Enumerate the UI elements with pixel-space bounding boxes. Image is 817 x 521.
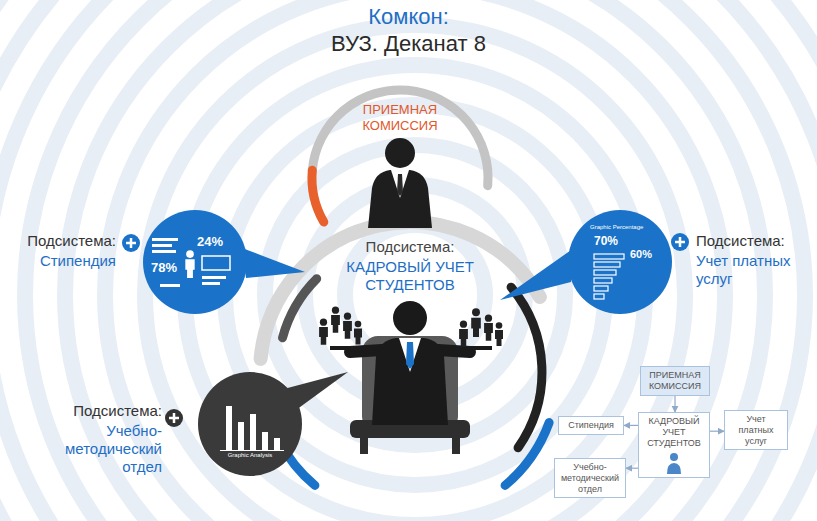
circle-fill bbox=[568, 210, 672, 314]
connector-arrow bbox=[674, 396, 675, 412]
decor-arc bbox=[312, 170, 324, 222]
callout-tail bbox=[500, 248, 574, 300]
box-text: ПРИЕМНАЯ КОМИССИЯ bbox=[644, 370, 706, 392]
process-box: Стипендия bbox=[558, 416, 624, 435]
process-box: ПРИЕМНАЯ КОМИССИЯ bbox=[640, 366, 710, 396]
connector-arrow bbox=[626, 468, 638, 469]
circle-shape bbox=[198, 372, 302, 476]
subsystem-text: КАДРОВЫЙ УЧЕТ СТУДЕНТОВ bbox=[335, 258, 485, 294]
infographic-text: 24% bbox=[197, 234, 233, 250]
decor-arcs bbox=[261, 90, 549, 485]
infographic-text: 78% bbox=[151, 260, 187, 276]
infographic-text: Graphic Analysis bbox=[222, 452, 278, 459]
decor-arc bbox=[505, 423, 549, 486]
subsystem-text: Стипендия bbox=[8, 252, 116, 270]
circle-fill bbox=[198, 372, 302, 476]
decor-arc bbox=[511, 287, 542, 448]
analysis-bars bbox=[220, 406, 284, 451]
subsystem-text: Подсистема: bbox=[335, 238, 485, 256]
process-box: Учет платных услуг bbox=[724, 410, 788, 450]
process-box: Учебно-методический отдел bbox=[554, 458, 626, 498]
plus-icon bbox=[122, 234, 140, 252]
subsystem-text: Подсистема: bbox=[8, 232, 116, 250]
percentage-bars bbox=[594, 254, 624, 299]
top-person bbox=[368, 138, 432, 228]
subsystem-label: Подсистема: КАДРОВЫЙ УЧЕТ СТУДЕНТОВ bbox=[335, 232, 485, 296]
subsystem-text: Подсистема: bbox=[36, 402, 162, 420]
box-text: КАДРОВЫЙ УЧЕТ СТУДЕНТОВ bbox=[642, 416, 706, 448]
callout-tail bbox=[242, 248, 305, 278]
plus-icon bbox=[165, 409, 183, 427]
scholarship-infographic bbox=[152, 238, 230, 287]
student-icon bbox=[667, 453, 681, 474]
connector-arrow bbox=[624, 425, 638, 426]
infographic-text: Graphic Percentage bbox=[590, 224, 660, 231]
process-box: КАДРОВЫЙ УЧЕТ СТУДЕНТОВ bbox=[638, 412, 710, 478]
decor-arc bbox=[283, 279, 317, 338]
circle-fill bbox=[143, 210, 247, 314]
subsystem-circle: Подсистема:Учет платных услугGraphic Per… bbox=[568, 210, 672, 314]
plus-icon bbox=[671, 233, 689, 251]
crowd-icons bbox=[319, 307, 503, 347]
subsystem-circle: Подсистема:Учебно-методический отделGrap… bbox=[198, 372, 302, 476]
box-text: Стипендия bbox=[562, 420, 620, 431]
box-text: Учет платных услуг bbox=[728, 414, 784, 446]
subsystem-text: Учебно-методический отдел bbox=[36, 422, 162, 476]
subsystem-text: Учет платных услуг bbox=[696, 252, 812, 288]
seated-person bbox=[330, 301, 492, 454]
subsystem-text: Подсистема: bbox=[696, 232, 812, 250]
subsystem-circle: Подсистема:Стипендия78%24% bbox=[143, 210, 247, 314]
diagram-title: Комкон: bbox=[0, 4, 817, 30]
subtitle-label: ВУЗ. Деканат 8 bbox=[0, 31, 817, 57]
subsystem-text: ПРИЕМНАЯ КОМИССИЯ bbox=[345, 102, 455, 133]
connector-arrow bbox=[710, 431, 724, 432]
infographic-text: 60% bbox=[630, 248, 660, 261]
admission-label: ПРИЕМНАЯ КОМИССИЯ bbox=[345, 102, 455, 136]
box-text: Учебно-методический отдел bbox=[558, 462, 622, 494]
infographic-text: 70% bbox=[594, 234, 628, 248]
